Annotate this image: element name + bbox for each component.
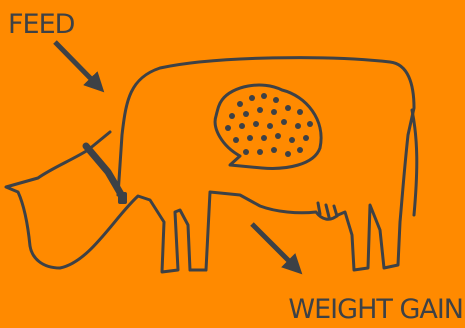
- feed-arrow-icon: [55, 42, 98, 86]
- cow-outline-icon: [6, 58, 414, 272]
- cow-tail-icon: [412, 110, 417, 215]
- udder-icon: [318, 203, 337, 217]
- weight-gain-arrow-icon: [252, 224, 296, 268]
- stomach-dots: [225, 93, 313, 157]
